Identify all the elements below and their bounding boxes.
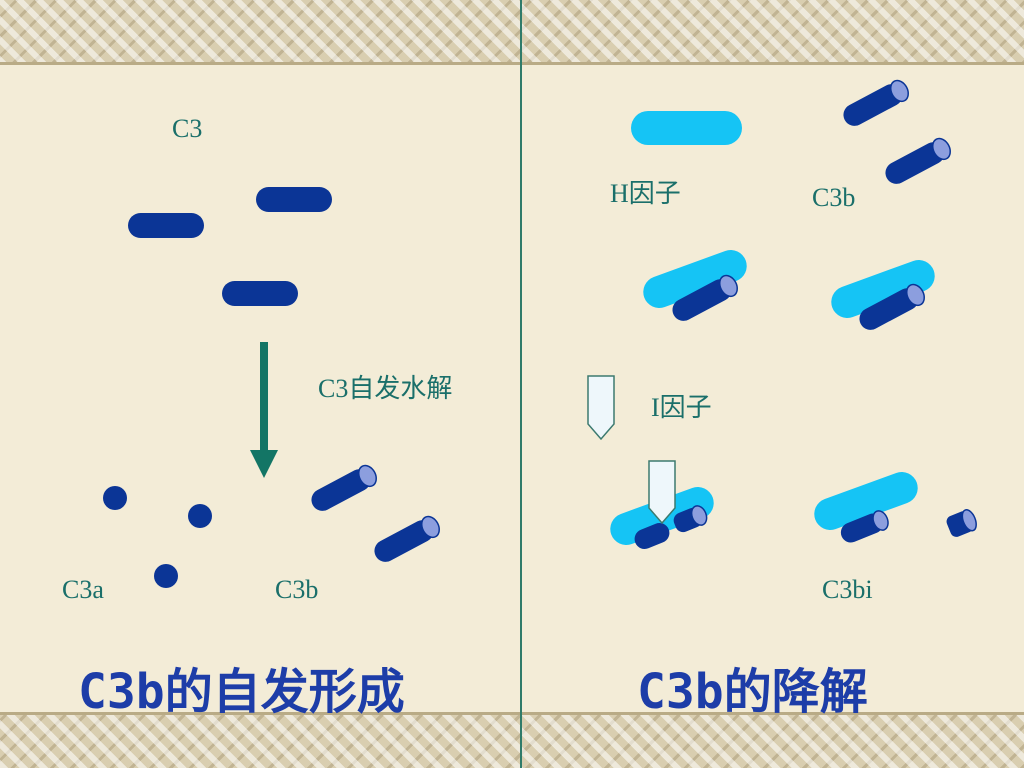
h-factor-molecule — [631, 111, 742, 145]
c3bi-label: C3bi — [822, 575, 873, 604]
c3b-cylinder-left-2 — [374, 515, 440, 562]
c3a-label: C3a — [62, 575, 104, 604]
cleavage-complex — [610, 460, 714, 549]
c3b-label-right: C3b — [812, 183, 856, 212]
h-c3b-complex-1 — [643, 250, 747, 321]
right-panel-title: C3b的降解 — [637, 664, 868, 720]
c3b-label-left: C3b — [275, 575, 319, 604]
c3a-fragment-1 — [103, 486, 127, 510]
top-border-line — [0, 62, 1024, 65]
c3a-fragment-2 — [188, 504, 212, 528]
c3b-cylinder-left-1 — [311, 464, 377, 511]
bottom-border-line — [0, 712, 1024, 715]
c3-molecule-3 — [222, 281, 298, 306]
i-factor-symbol — [587, 375, 615, 441]
c3-molecule-1 — [128, 213, 204, 238]
c3a-fragment-3 — [154, 564, 178, 588]
h-c3b-complex-2 — [831, 260, 935, 330]
c3-molecule-2 — [256, 187, 332, 212]
decorative-top-border — [0, 0, 1024, 64]
decorative-bottom-border — [0, 714, 1024, 768]
c3b-cylinder-right-1 — [843, 79, 909, 126]
h-factor-label: H因子 — [610, 179, 681, 208]
i-factor-label: I因子 — [651, 393, 712, 422]
hydrolysis-label: C3自发水解 — [318, 374, 453, 403]
left-panel-title: C3b的自发形成 — [78, 664, 405, 720]
c3-label: C3 — [172, 114, 203, 143]
panel-divider — [520, 0, 522, 768]
c3b-cylinder-right-2 — [885, 137, 951, 184]
c3-fragment-small — [946, 509, 977, 537]
hydrolysis-arrow — [250, 342, 278, 478]
c3bi-complex — [814, 472, 918, 543]
